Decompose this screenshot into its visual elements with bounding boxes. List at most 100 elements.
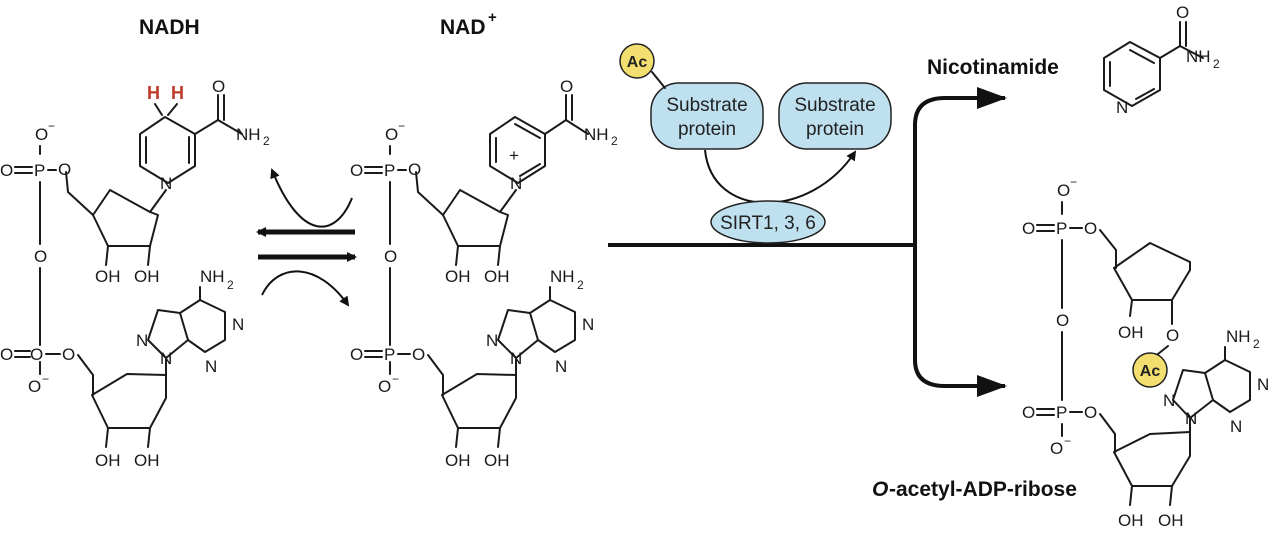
adenine-n-3: N (205, 357, 217, 376)
oxygen-2: O (30, 345, 43, 364)
nad-phosphorus-2: P (384, 345, 395, 364)
nad-amide-oxygen: O (560, 77, 573, 96)
nad-nh2-adenine-sub: 2 (577, 278, 584, 292)
substrate-protein-deacetylated-node: Substrate protein (778, 82, 892, 150)
nad-ester-oxygen-1: O (408, 160, 421, 179)
nad-ring-nitrogen: N (510, 174, 522, 193)
amide-nh-sub: 2 (263, 134, 270, 148)
nad-oxy-minus-1: O (385, 125, 398, 144)
minus-2: − (42, 372, 49, 386)
oa-adenine-n-2: N (1257, 375, 1269, 394)
adenine-n-4: N (160, 349, 172, 368)
nad-double-oxygen-2: O (350, 345, 363, 364)
nad-oh-4: OH (484, 451, 510, 470)
nad-double-oxygen-1: O (350, 161, 363, 180)
oa-phosphorus-1: P (1056, 219, 1067, 238)
plus-charge: + (509, 146, 519, 165)
nicotinamide-oxygen: O (1176, 3, 1189, 22)
nad-amide-nh: NH (584, 125, 609, 144)
hydrogen-red-2: H (171, 83, 184, 103)
nad-oh-2: OH (484, 267, 510, 286)
amide-oxygen: O (212, 77, 225, 96)
ester-oxygen-1: O (58, 160, 71, 179)
nicotinamide-nitrogen: N (1116, 98, 1128, 117)
oh-3: OH (95, 451, 121, 470)
ring-nitrogen: N (160, 174, 172, 193)
adenine-n-1: N (136, 331, 148, 350)
nad-phosphorus-1: P (384, 161, 395, 180)
oh-4: OH (134, 451, 160, 470)
oa-acetyl-circle (1132, 352, 1168, 388)
oa-adenine-n-1: N (1163, 391, 1175, 410)
nad-adenine-n-2: N (582, 315, 594, 334)
oa-minus-2: − (1064, 434, 1071, 448)
nad-nh2-adenine: NH (550, 267, 575, 286)
oa-oxy-minus-1: O (1057, 181, 1070, 200)
oa-phosphorus-2: P (1056, 403, 1067, 422)
substrate-protein-acetylated-node: Substrate protein (650, 82, 764, 150)
oaadpr-label: -acetyl-ADP-ribose (889, 478, 1077, 501)
nicotinamide-nh: NH (1186, 47, 1211, 66)
oa-ester-oxygen-1: O (1084, 219, 1097, 238)
oaadpr-label-italic: O (872, 478, 888, 501)
oa-bridge-oxygen: O (1056, 311, 1069, 330)
nad-plus-label: NAD (440, 16, 486, 39)
oxy-minus-2: O (28, 377, 41, 396)
nad-adenine-n-4: N (510, 349, 522, 368)
nicotinamide-label: Nicotinamide (927, 56, 1059, 79)
oaadpr-product: O − O P O O OH O Ac O P O O − OH OH (872, 175, 1269, 530)
nad-plus-charge: + (488, 9, 497, 26)
nad-plus-structure: + O NH 2 N OH OH O P O O − O O P O O − O… (350, 77, 618, 470)
oh-2: OH (134, 267, 160, 286)
substrate-out-line2: protein (806, 119, 864, 140)
nad-ester-oxygen-2: O (412, 345, 425, 364)
substrate-out-line1: Substrate (794, 95, 875, 116)
nicotinamide-product: Nicotinamide N O NH 2 (927, 3, 1220, 117)
sirt-label: SIRT1, 3, 6 (720, 213, 816, 234)
nad-adenine-n-1: N (486, 331, 498, 350)
nad-oh-1: OH (445, 267, 471, 286)
acetyl-group-badge: Ac (619, 43, 666, 89)
oa-oh-1: OH (1118, 323, 1144, 342)
oa-ester-oxygen-2: O (1084, 403, 1097, 422)
nad-bridge-oxygen: O (384, 247, 397, 266)
substrate-in-line2: protein (678, 119, 736, 140)
nad-amide-nh-sub: 2 (611, 134, 618, 148)
equilibrium-arrows (256, 168, 357, 307)
oa-oh-2: OH (1118, 511, 1144, 530)
oa-nh2-adenine-sub: 2 (1253, 337, 1260, 351)
amide-nh: NH (236, 125, 261, 144)
nh2-adenine-1-sub: 2 (227, 278, 234, 292)
substrate-in-line1: Substrate (666, 95, 747, 116)
oa-double-oxygen-1: O (1022, 219, 1035, 238)
oa-minus-1: − (1070, 175, 1077, 189)
nad-oxy-minus-2: O (378, 377, 391, 396)
nadh-structure: H H O NH 2 N OH OH O P O O − O O O (0, 77, 270, 470)
nad-oh-3: OH (445, 451, 471, 470)
oxy-minus-1: O (35, 125, 48, 144)
nad-minus-1: − (398, 119, 405, 133)
nadh-label: NADH (139, 16, 200, 39)
oa-double-oxygen-2: O (1022, 403, 1035, 422)
nad-adenine-n-3: N (555, 357, 567, 376)
hydrogen-red-1: H (147, 83, 160, 103)
phosphorus-1: P (34, 161, 45, 180)
double-oxygen-1: O (0, 161, 13, 180)
oa-nh2-adenine: NH (1226, 327, 1251, 346)
nad-minus-2: − (392, 372, 399, 386)
minus-1: − (48, 119, 55, 133)
acetyl-label: Ac (627, 54, 648, 71)
oa-oh-3: OH (1158, 511, 1184, 530)
nicotinamide-nh-sub: 2 (1213, 57, 1220, 71)
adenine-n-2: N (232, 315, 244, 334)
oa-adenine-n-4: N (1185, 409, 1197, 428)
oa-adenine-n-3: N (1230, 417, 1242, 436)
double-oxygen-2: O (0, 345, 13, 364)
oa-ring-oxygen: O (1166, 326, 1179, 345)
nh2-adenine-1: NH (200, 267, 225, 286)
oa-acetyl-label: Ac (1140, 363, 1161, 380)
reaction-flow (608, 87, 1007, 397)
oa-oxy-minus-2: O (1050, 439, 1063, 458)
